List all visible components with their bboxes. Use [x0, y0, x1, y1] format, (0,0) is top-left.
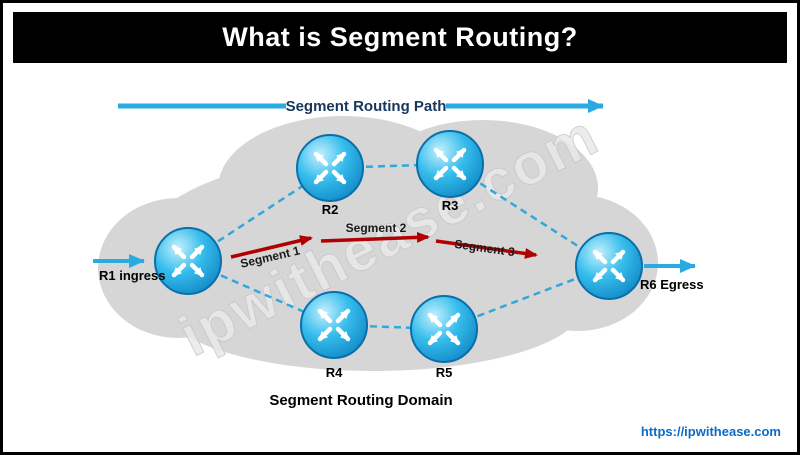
segment-2-label: Segment 2	[346, 221, 407, 235]
segment-2-arrow	[320, 231, 430, 243]
router-r1-label: R1 ingress	[99, 268, 165, 283]
router-r4-label: R4	[326, 365, 343, 380]
router-r2-icon	[297, 135, 363, 201]
router-r5-label: R5	[436, 365, 453, 380]
segment-routing-path-arrow: Segment Routing Path	[118, 98, 604, 115]
segment-routing-diagram: ipwithease.com Segment Routing Path Segm…	[93, 98, 704, 409]
router-labels: R1 ingress R2 R3 R4 R5 R6 Egress	[99, 198, 704, 380]
router-r4-icon	[301, 292, 367, 358]
router-r2-label: R2	[322, 202, 339, 217]
page-title: What is Segment Routing?	[222, 22, 578, 52]
router-r6-icon	[576, 233, 642, 299]
footer-link[interactable]: https://ipwithease.com	[640, 424, 781, 439]
router-r6-label: R6 Egress	[640, 277, 704, 292]
segment-routing-domain-label: Segment Routing Domain	[269, 392, 452, 409]
segment-routing-path-label: Segment Routing Path	[286, 98, 447, 115]
router-r1-icon	[155, 228, 221, 294]
title-bar: What is Segment Routing?	[13, 12, 787, 63]
router-r3-label: R3	[442, 198, 459, 213]
segment-1-arrow	[230, 235, 313, 259]
router-r3-icon	[417, 131, 483, 197]
segment-3-arrow	[435, 239, 538, 259]
router-r5-icon	[411, 296, 477, 362]
